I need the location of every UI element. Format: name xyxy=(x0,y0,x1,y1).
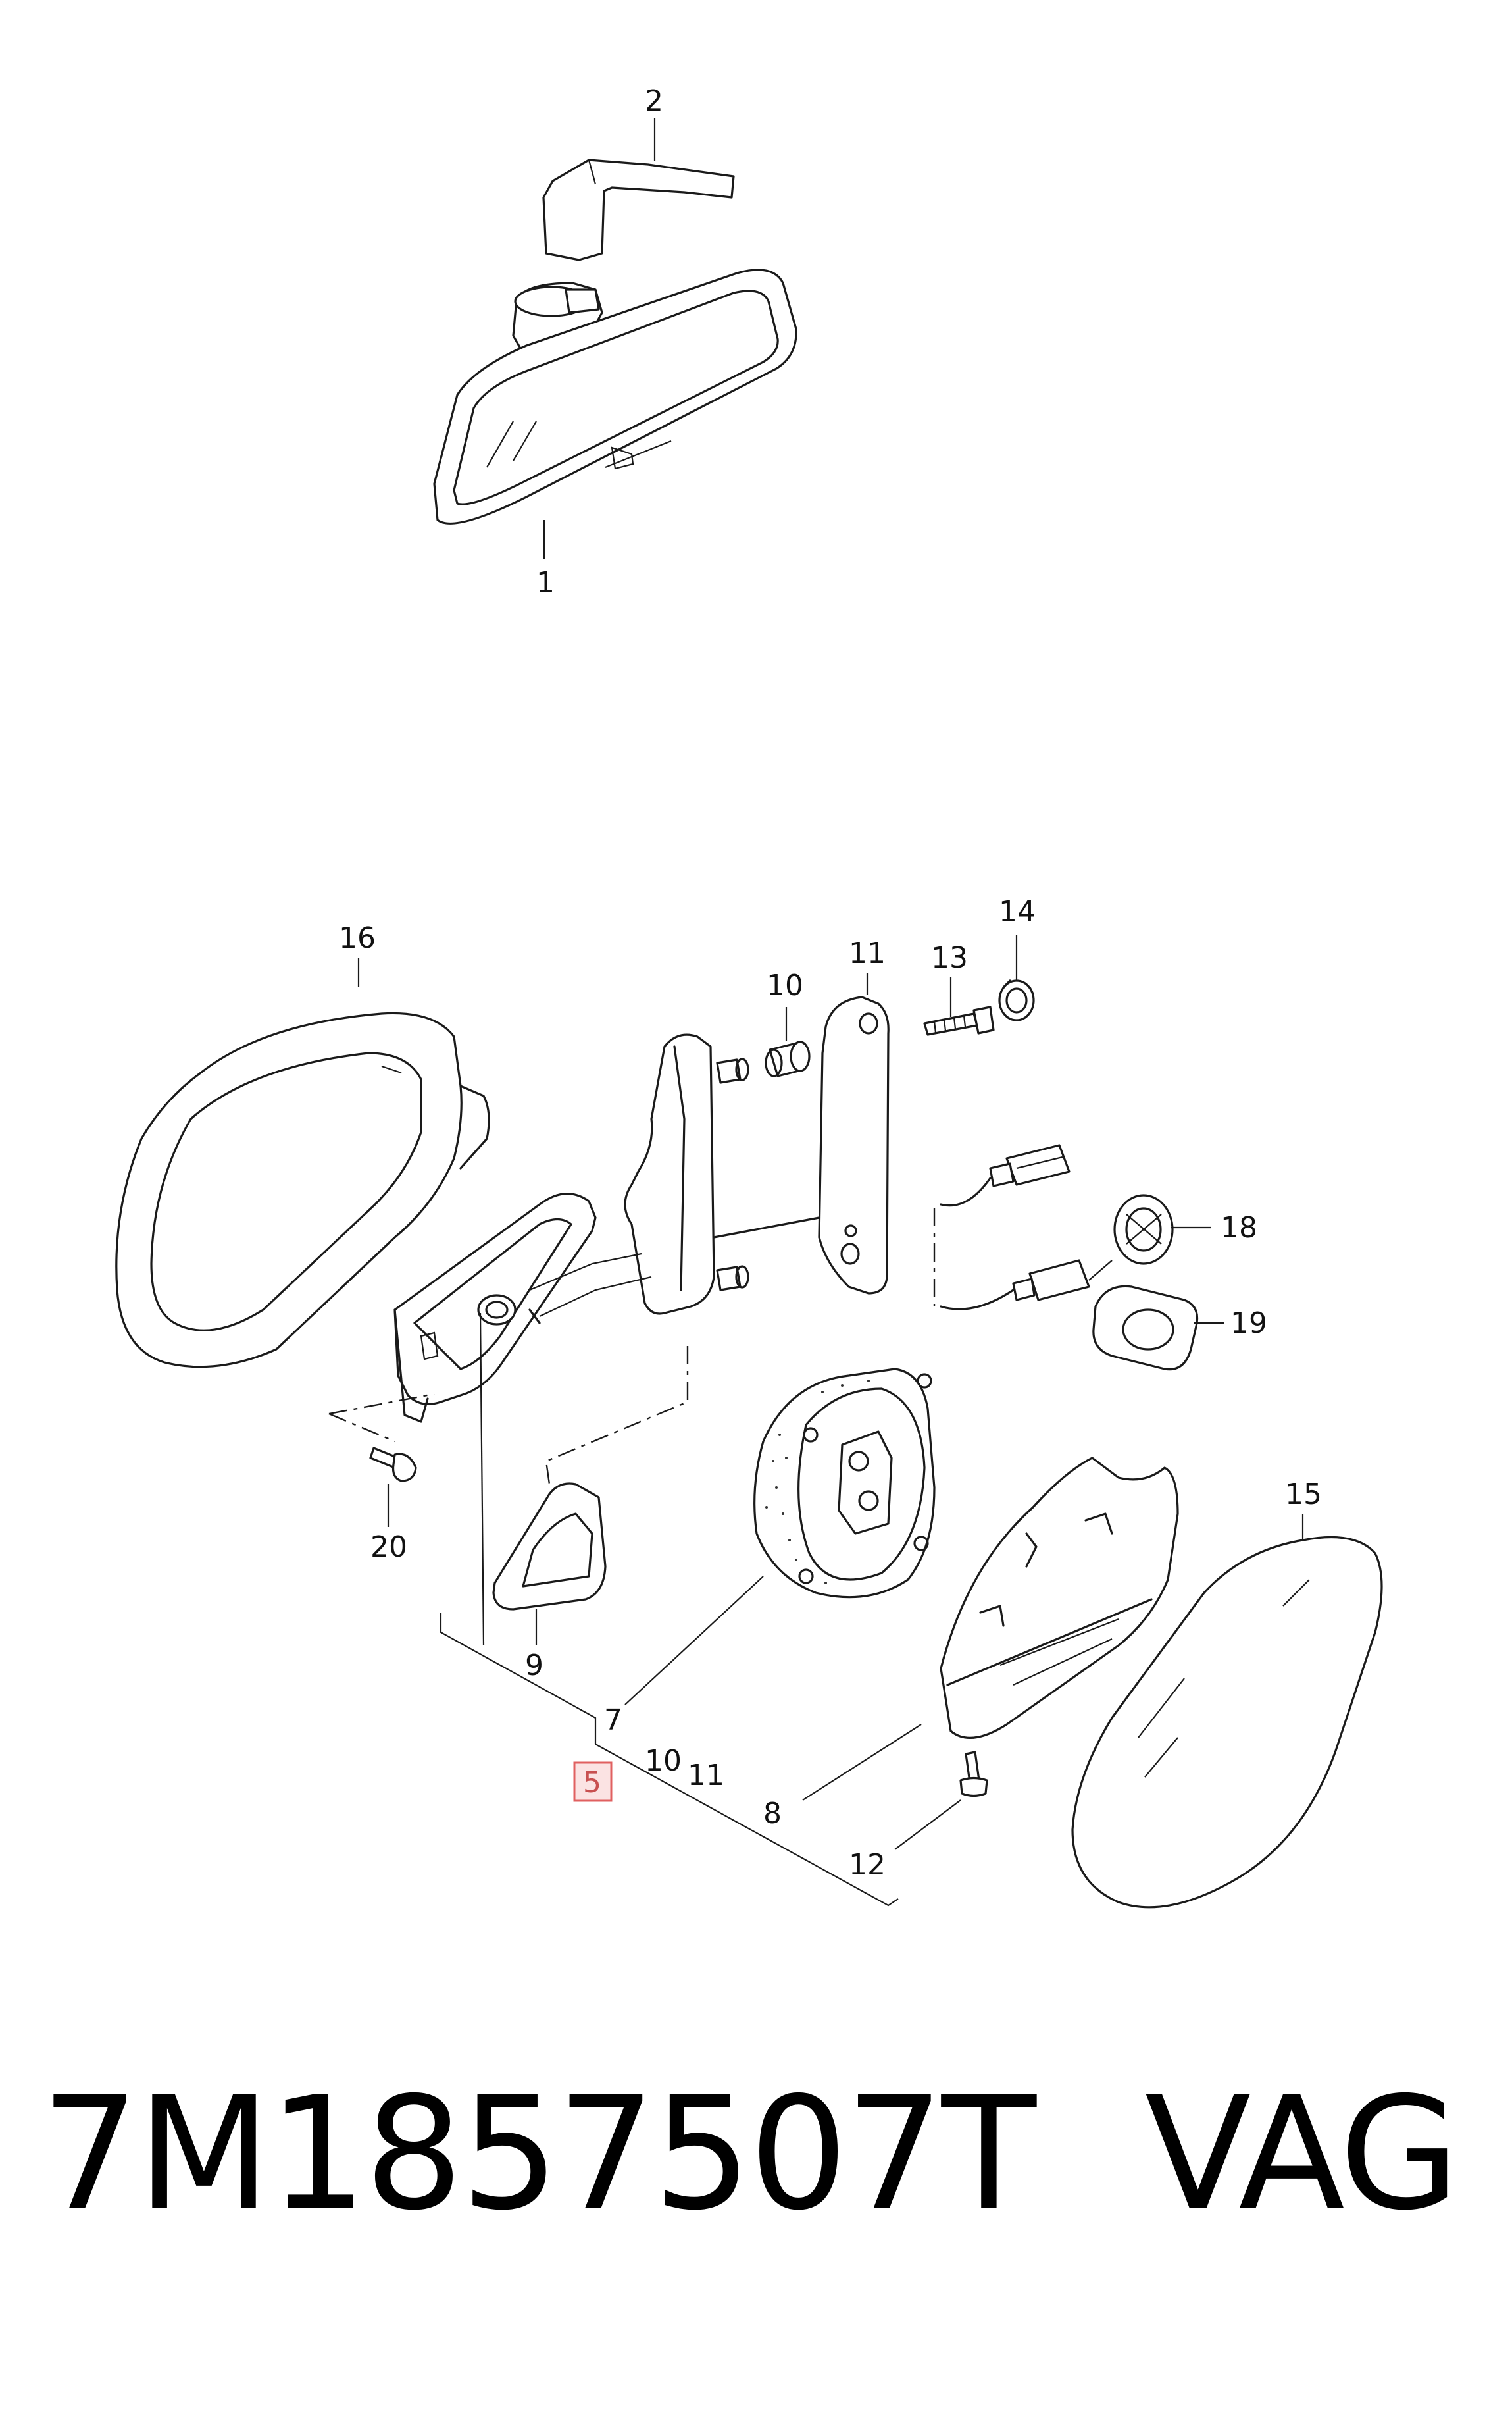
grommet-10 xyxy=(765,1041,811,1077)
callout-5-highlight-box xyxy=(573,1761,613,1802)
callout-16: 16 xyxy=(339,921,376,955)
actuator-motor-7 xyxy=(753,1368,936,1599)
carrier-plate-8 xyxy=(940,1457,1179,1739)
part-number: 7M1857507T xyxy=(41,2063,1036,2244)
callout-18: 18 xyxy=(1221,1211,1257,1245)
callout-5: 5 xyxy=(583,1766,601,1799)
callout-12: 12 xyxy=(849,1848,886,1882)
mirror-housing-cap xyxy=(115,1012,490,1368)
callout-15: 15 xyxy=(1285,1478,1322,1511)
screw-12 xyxy=(959,1751,988,1797)
callout-14: 14 xyxy=(999,895,1036,929)
callout-1: 1 xyxy=(536,566,555,600)
mirror-glass-15 xyxy=(1071,1536,1383,1909)
callout-2: 2 xyxy=(645,84,663,118)
bulb-holder-18 xyxy=(1113,1194,1174,1265)
callout-11-lower: 11 xyxy=(688,1759,724,1792)
mounting-plate-11 xyxy=(818,996,890,1295)
callout-13: 13 xyxy=(931,941,968,975)
alignment-lines xyxy=(328,1346,689,1485)
callout-9: 9 xyxy=(525,1649,543,1682)
wiring-connectors xyxy=(933,1144,1113,1310)
screw-20 xyxy=(369,1447,417,1482)
callout-10-lower: 10 xyxy=(645,1744,682,1778)
rear-view-mirror xyxy=(433,269,797,525)
clip-14 xyxy=(998,979,1035,1021)
callout-20: 20 xyxy=(370,1530,407,1564)
seal-19 xyxy=(1092,1285,1199,1371)
leader-lines xyxy=(357,118,1304,1907)
callout-19: 19 xyxy=(1230,1306,1267,1340)
callout-7: 7 xyxy=(604,1703,622,1737)
callout-10: 10 xyxy=(767,969,803,1002)
brand-name: VAG xyxy=(1145,2063,1460,2244)
callout-11: 11 xyxy=(849,937,886,970)
cover-cap-9 xyxy=(492,1482,607,1611)
screw-13 xyxy=(923,1006,995,1036)
callout-8: 8 xyxy=(763,1797,782,1830)
mount-bracket xyxy=(542,159,735,261)
callout-labels: 2 1 16 10 11 13 14 18 19 20 15 9 7 10 11… xyxy=(339,84,1322,1882)
mirror-base-assembly xyxy=(393,1033,820,1423)
